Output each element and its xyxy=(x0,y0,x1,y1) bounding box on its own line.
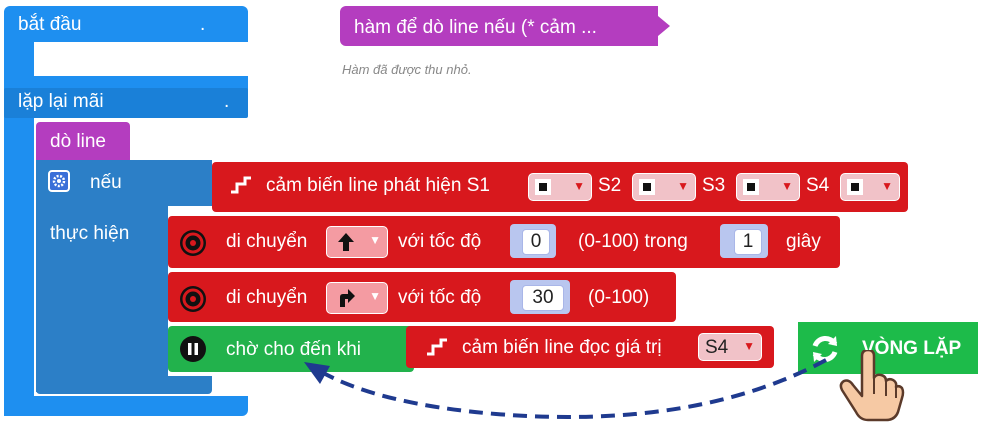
wait-sensor-value: S4 xyxy=(705,337,729,358)
move-block-2[interactable] xyxy=(168,272,676,322)
if-block-footer xyxy=(36,376,212,394)
start-block-header xyxy=(4,6,248,42)
forever-header xyxy=(4,88,248,118)
start-dot: . xyxy=(200,14,206,35)
forever-dot: . xyxy=(224,91,230,112)
move2-range-label: (0-100) xyxy=(588,287,650,308)
forever-footer xyxy=(4,396,248,416)
wait-block[interactable] xyxy=(168,326,414,372)
function-def-note: Hàm đã được thu nhỏ. xyxy=(342,62,472,77)
function-def-tip xyxy=(648,6,670,46)
move1-label: di chuyển xyxy=(226,231,308,252)
wait-sensor-label: cảm biến line đọc giá trị xyxy=(462,337,662,358)
s4-dropdown[interactable]: ▼ xyxy=(840,173,900,201)
if-block-body xyxy=(36,206,168,392)
loop-badge-label: VÒNG LẶP xyxy=(862,338,962,359)
wheel-icon xyxy=(180,230,206,256)
move1-speed-label: với tốc độ xyxy=(398,231,482,252)
speed-input-2[interactable]: 30 xyxy=(522,285,564,311)
function-def-label: hàm để dò line nếu (* cảm ... xyxy=(354,17,597,38)
if-label: nếu xyxy=(90,172,122,193)
pause-icon xyxy=(180,336,206,362)
hand-pointer-icon xyxy=(836,348,906,422)
s3-dropdown[interactable]: ▼ xyxy=(736,173,800,201)
function-def-block[interactable] xyxy=(340,6,650,46)
wheel-icon xyxy=(180,286,206,312)
move1-range-label: (0-100) trong xyxy=(578,231,688,252)
function-call-block[interactable] xyxy=(36,122,130,160)
arrow-up-icon xyxy=(338,233,354,251)
start-mouth xyxy=(34,42,248,76)
line-sensor-icon xyxy=(424,334,450,360)
loop-back-arrow xyxy=(304,358,827,419)
loop-badge xyxy=(798,322,978,374)
condition-label: cảm biến line phát hiện S1 xyxy=(266,175,490,196)
s3-label: S3 xyxy=(702,175,726,196)
move1-unit-label: giây xyxy=(786,231,821,252)
do-label: thực hiện xyxy=(50,223,130,244)
direction-dropdown-2[interactable]: ▼ xyxy=(326,282,388,314)
wait-sensor-dropdown[interactable]: S4 ▼ xyxy=(698,333,762,361)
s2-label: S2 xyxy=(598,175,622,196)
start-mouth-bottom xyxy=(4,76,248,90)
s1-dropdown[interactable]: ▼ xyxy=(528,173,592,201)
line-sensor-icon xyxy=(228,172,254,198)
move2-label: di chuyển xyxy=(226,287,308,308)
function-call-label: dò line xyxy=(50,131,106,152)
speed-input-1[interactable]: 0 xyxy=(522,229,550,255)
gear-icon[interactable] xyxy=(48,170,70,192)
forever-label: lặp lại mãi xyxy=(18,91,104,112)
move2-speed-label: với tốc độ xyxy=(398,287,482,308)
s4-label: S4 xyxy=(806,175,830,196)
s2-dropdown[interactable]: ▼ xyxy=(632,173,696,201)
arrow-turn-right-icon xyxy=(340,289,355,307)
wait-label: chờ cho đến khi xyxy=(226,339,361,360)
direction-dropdown-1[interactable]: ▼ xyxy=(326,226,388,258)
start-label: bắt đầu xyxy=(18,14,82,35)
time-input[interactable]: 1 xyxy=(734,229,762,255)
